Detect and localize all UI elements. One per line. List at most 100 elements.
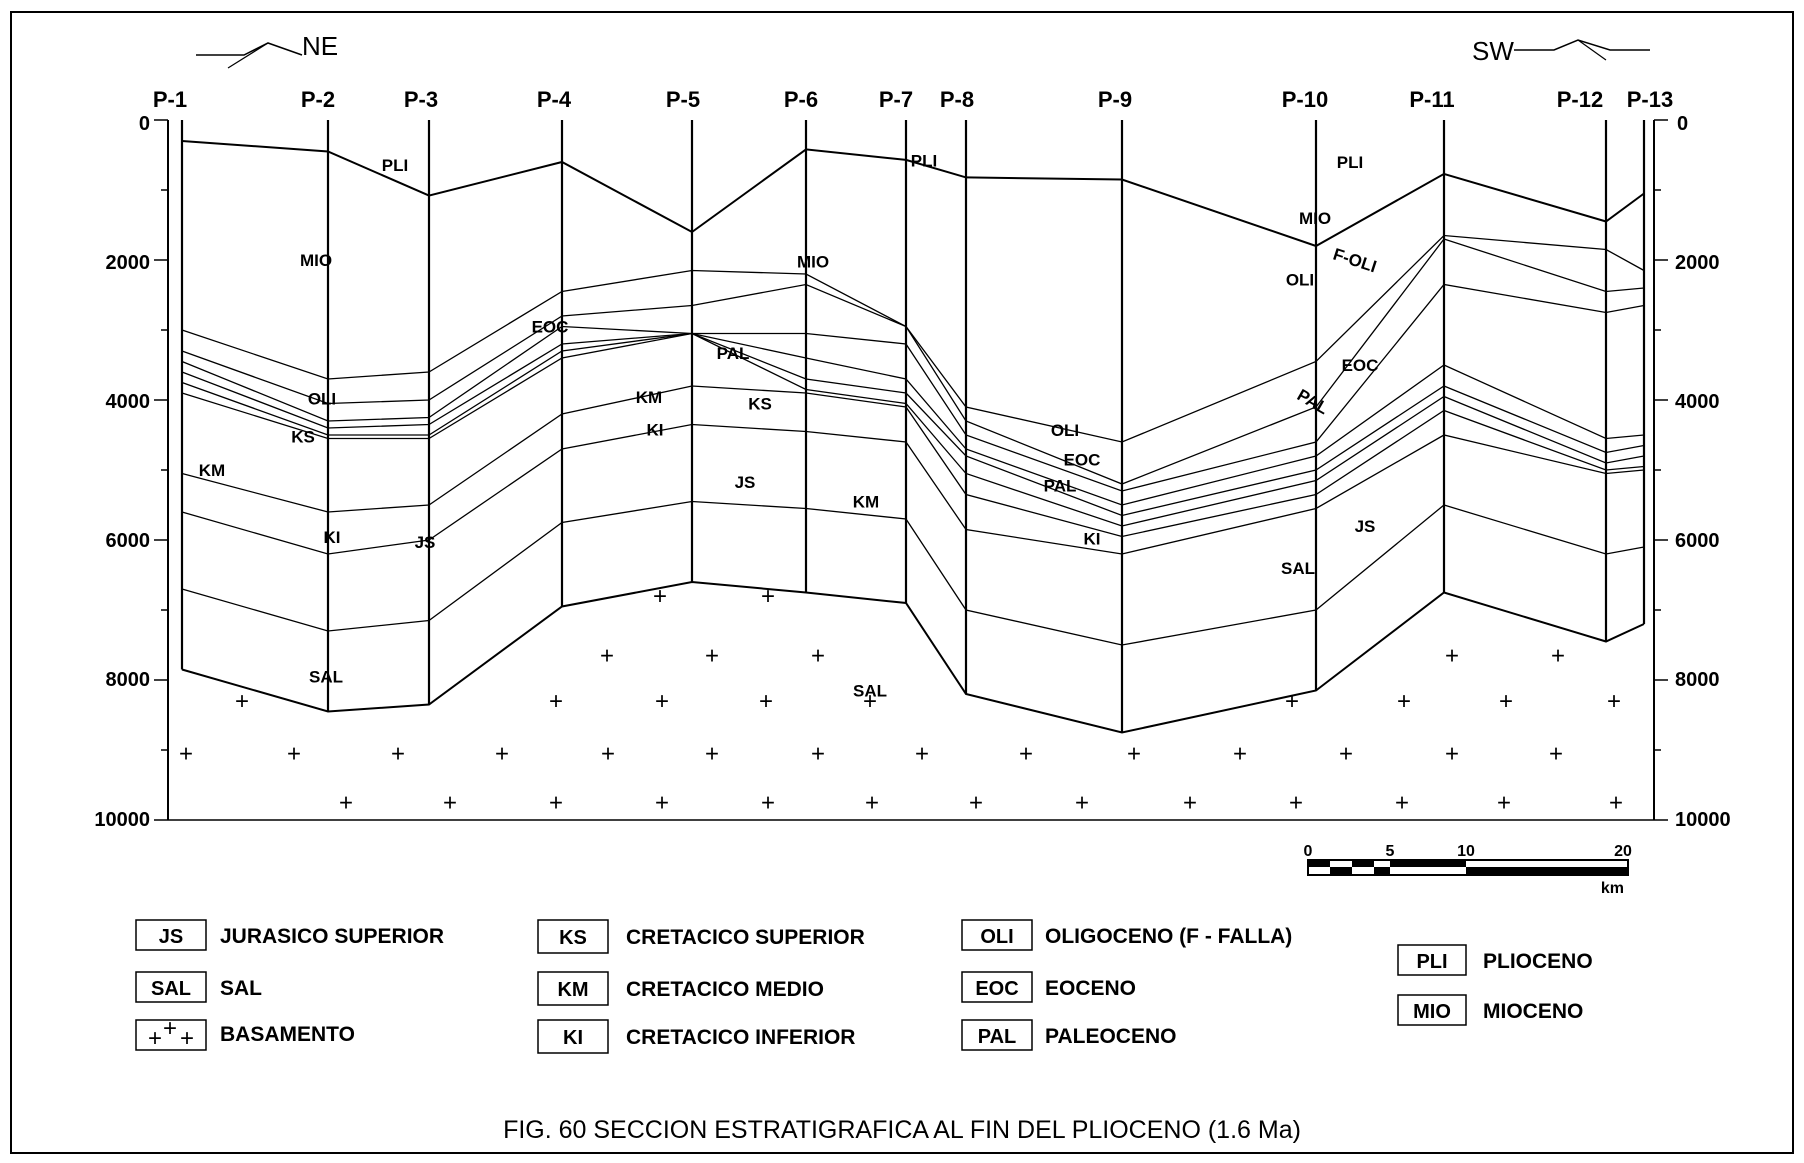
well-columns — [182, 120, 1644, 733]
basement-cross: + — [1499, 688, 1513, 715]
horizon-line — [182, 502, 1644, 646]
depth-tick-label: 8000 — [106, 669, 151, 691]
unit-label: SAL — [1281, 559, 1315, 578]
svg-text:+: + — [180, 1025, 194, 1052]
legend-item-ks: KS CRETACICO SUPERIOR — [538, 920, 865, 953]
well-label: P-12 — [1557, 87, 1603, 112]
svg-text:SAL: SAL — [220, 977, 262, 1000]
depth-tick-label: 6000 — [106, 530, 151, 552]
unit-label: PLI — [1337, 153, 1363, 172]
unit-label: EOC — [532, 318, 569, 337]
unit-label: PAL — [717, 344, 750, 363]
basement-cross: + — [1019, 741, 1033, 768]
svg-text:CRETACICO SUPERIOR: CRETACICO SUPERIOR — [626, 926, 865, 949]
basement-cross: + — [1285, 688, 1299, 715]
depth-tick-label: 10000 — [94, 809, 150, 831]
basement-cross: + — [287, 741, 301, 768]
well-label: P-4 — [537, 87, 572, 112]
depth-axis-right: 0 2000 4000 6000 8000 10000 — [1675, 113, 1731, 831]
basement-cross: + — [865, 790, 879, 817]
svg-text:MIO: MIO — [1413, 1001, 1451, 1023]
direction-sw: SW — [1472, 36, 1650, 66]
well-labels: P-1 P-2 P-3 P-4 P-5 P-6 P-7 P-8 P-9 P-10… — [153, 87, 1673, 112]
figure-frame — [11, 12, 1793, 1153]
basement-cross: + — [1607, 688, 1621, 715]
svg-text:KI: KI — [563, 1027, 583, 1049]
unit-label: KM — [199, 461, 225, 480]
depth-tick-label: 6000 — [1675, 530, 1720, 552]
horizon-line — [182, 334, 1644, 527]
svg-text:+: + — [163, 1015, 177, 1042]
basement-cross: + — [1397, 688, 1411, 715]
unit-label: PLI — [911, 152, 937, 171]
basement-cross: + — [761, 790, 775, 817]
basement-cross: + — [1289, 790, 1303, 817]
basement-cross: + — [1183, 790, 1197, 817]
legend-item-km: KM CRETACICO MEDIO — [538, 972, 824, 1005]
ne-arrow-icon — [196, 43, 302, 55]
unit-label: KM — [853, 493, 879, 512]
horizon-line — [182, 425, 1644, 555]
svg-text:OLI: OLI — [980, 926, 1013, 948]
legend-item-ki: KI CRETACICO INFERIOR — [538, 1020, 855, 1053]
scale-unit-label: km — [1601, 880, 1624, 897]
basement-cross: + — [1445, 643, 1459, 670]
svg-text:JS: JS — [159, 926, 183, 948]
svg-text:JURASICO SUPERIOR: JURASICO SUPERIOR — [220, 925, 444, 948]
basement-cross: + — [600, 643, 614, 670]
depth-tick-label: 0 — [139, 113, 150, 135]
section-horizons — [182, 141, 1644, 733]
unit-label: KS — [748, 395, 772, 414]
svg-text:CRETACICO MEDIO: CRETACICO MEDIO — [626, 978, 824, 1001]
svg-text:+: + — [148, 1025, 162, 1052]
legend-item-js: JS JURASICO SUPERIOR — [136, 920, 444, 950]
well-label: P-8 — [940, 87, 974, 112]
unit-label: F-OLI — [1331, 245, 1379, 277]
legend-item-sal: SAL SAL — [136, 972, 262, 1002]
depth-tick-label: 8000 — [1675, 669, 1720, 691]
basement-cross: + — [705, 741, 719, 768]
scale-tick-label: 0 — [1304, 843, 1313, 860]
basement-cross: + — [653, 583, 667, 610]
well-label: P-10 — [1282, 87, 1328, 112]
unit-label: JS — [1355, 517, 1376, 536]
unit-label: KM — [636, 388, 662, 407]
basement-cross: + — [549, 790, 563, 817]
legend: JS JURASICO SUPERIOR SAL SAL + + + BASAM… — [136, 920, 1593, 1053]
svg-text:OLIGOCENO (F - FALLA): OLIGOCENO (F - FALLA) — [1045, 925, 1292, 948]
sw-arrow-icon — [1514, 40, 1650, 50]
basement-cross: + — [601, 741, 615, 768]
legend-item-pli: PLI PLIOCENO — [1398, 945, 1593, 975]
unit-label: SAL — [853, 682, 887, 701]
basement-cross: + — [443, 790, 457, 817]
basement-cross: + — [1339, 741, 1353, 768]
legend-item-mio: MIO MIOCENO — [1398, 995, 1583, 1025]
basement-cross: + — [1549, 741, 1563, 768]
basement-cross: + — [759, 688, 773, 715]
legend-item-basamento: + + + BASAMENTO — [136, 1015, 355, 1052]
well-label: P-6 — [784, 87, 818, 112]
basement-cross: + — [655, 790, 669, 817]
scale-bar: 0 5 10 20 km — [1304, 843, 1632, 897]
basement-cross: + — [1609, 790, 1623, 817]
basement-cross: + — [179, 741, 193, 768]
svg-text:PAL: PAL — [978, 1026, 1017, 1048]
unit-label: EOC — [1064, 451, 1101, 470]
basement-cross: + — [1551, 643, 1565, 670]
unit-label: KS — [291, 427, 315, 446]
basement-cross: + — [1445, 741, 1459, 768]
direction-ne-label: NE — [302, 31, 338, 61]
basement-cross: + — [391, 741, 405, 768]
svg-text:KM: KM — [557, 979, 588, 1001]
unit-label: JS — [735, 473, 756, 492]
legend-item-oli: OLI OLIGOCENO (F - FALLA) — [962, 920, 1292, 950]
well-label: P-9 — [1098, 87, 1132, 112]
unit-label: OLI — [1051, 421, 1079, 440]
basement-cross: + — [1075, 790, 1089, 817]
depth-axis-left: 0 2000 4000 6000 8000 10000 — [94, 113, 150, 831]
unit-label: EOC — [1342, 356, 1379, 375]
basement-cross: + — [1127, 741, 1141, 768]
scale-tick-label: 5 — [1386, 843, 1395, 860]
basement-cross: + — [1497, 790, 1511, 817]
